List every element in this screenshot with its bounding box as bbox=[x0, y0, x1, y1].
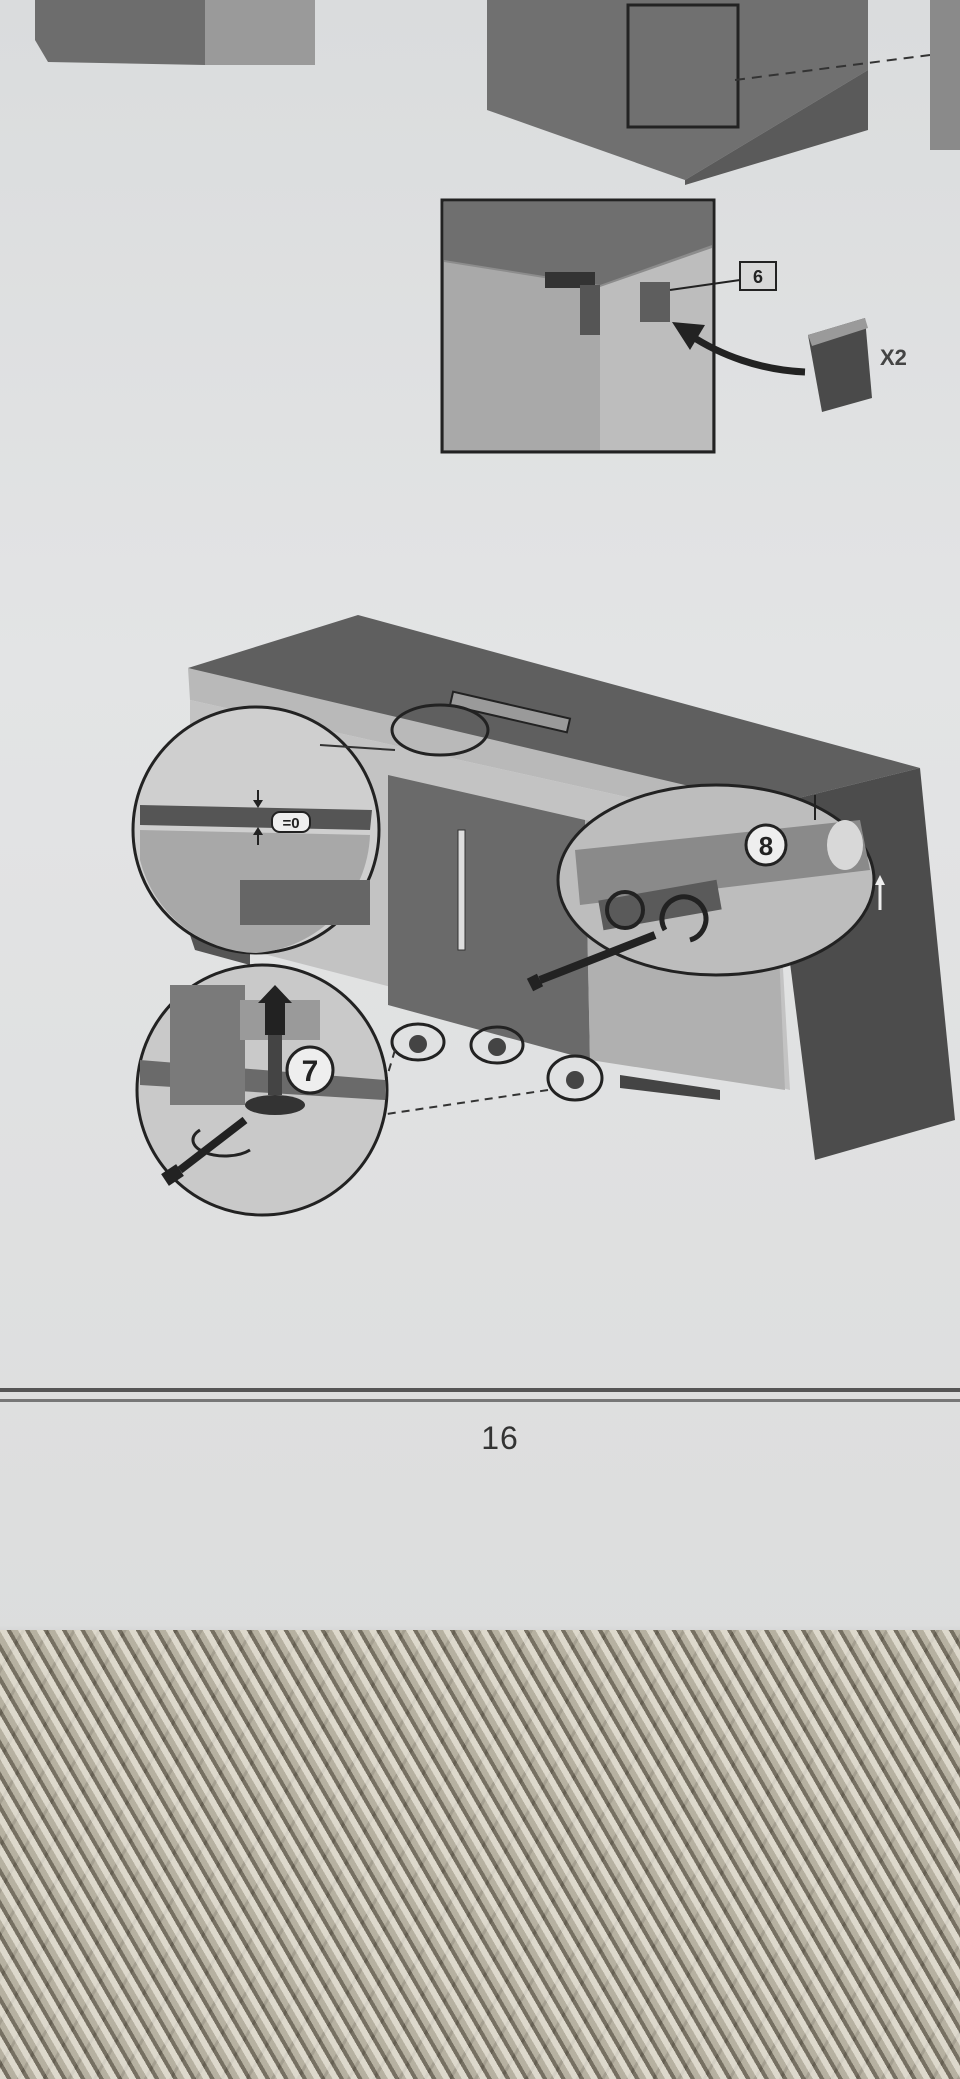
cabinet-fragment-top-center bbox=[487, 0, 960, 185]
leveling-foot-magnifier: 7 bbox=[135, 963, 389, 1217]
hinge-adjust-magnifier: 8 bbox=[526, 783, 885, 992]
step-8-number: 8 bbox=[759, 831, 773, 861]
part-label-box: 6 bbox=[739, 261, 777, 291]
gap-label: =0 bbox=[282, 815, 299, 832]
page-footer-rule bbox=[0, 1388, 960, 1402]
bracket-detail-box bbox=[440, 198, 741, 454]
quantity-label: X2 bbox=[880, 345, 907, 370]
cabinet-fragment-top-left bbox=[35, 0, 315, 65]
gap-detail-magnifier: =0 bbox=[131, 705, 396, 955]
bracket-part-icon: X2 bbox=[808, 318, 907, 412]
carpet-background bbox=[0, 1630, 960, 2079]
insert-arrow-icon bbox=[672, 322, 806, 376]
step-7-number: 7 bbox=[302, 1055, 319, 1088]
part-label: 6 bbox=[753, 267, 763, 287]
page-number: 16 bbox=[481, 1420, 519, 1456]
